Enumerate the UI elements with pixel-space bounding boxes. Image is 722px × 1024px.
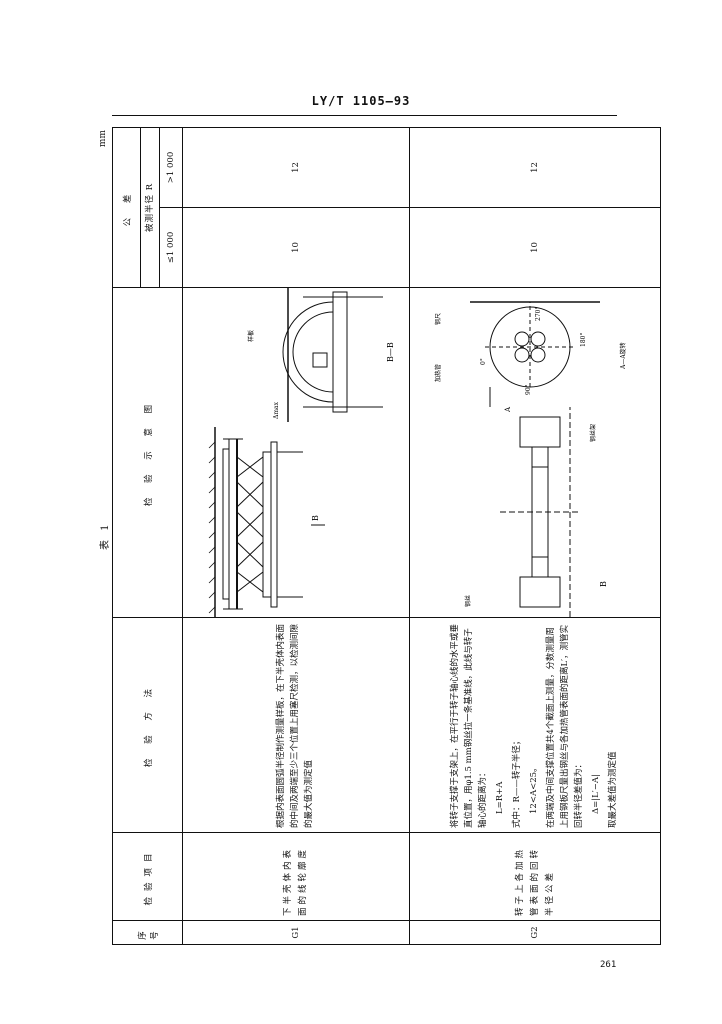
- header-tolerance: 公 差: [112, 127, 141, 288]
- tolerance-gt-1000: 12: [409, 127, 661, 208]
- spec-table: 序号 检验项目 检 验 方 法 检 验 示 意 图 公 差 被测半径 R ≤1 …: [112, 127, 661, 945]
- diagram-cell-g1: B B—B 样板: [182, 287, 410, 618]
- header-item: 检验项目: [112, 832, 183, 921]
- method-line: 式中：R——转子半径；: [511, 736, 522, 828]
- view-label: A—A旋转: [619, 342, 627, 370]
- row-method: 将转子支撑于支架上，在平行于转子轴心线的水平或垂直位置，用φ1.5 mm钢丝拉一…: [409, 617, 661, 833]
- table-row: G1 下半壳体内表面的线轮廓度 根据内表面圆弧半径制作测量样板，在下半壳体内表面…: [182, 127, 410, 945]
- cut-mark-b: B: [311, 515, 320, 521]
- section-view: [282, 287, 383, 422]
- cut-mark-b: B: [599, 581, 608, 587]
- gap-label: Δmax: [273, 401, 280, 419]
- rotor-section-view: [470, 301, 600, 388]
- heat-pipe-label: 加热管: [434, 364, 442, 382]
- method-line: 根据内表面圆弧半径制作测量样板，在下半壳体内表面的中间及两端至少三个位置上用塞尺…: [275, 623, 314, 828]
- wire-label: 钢丝: [464, 595, 472, 607]
- casing-diagram: B B—B 样板: [208, 287, 395, 617]
- angle-0: 0°: [480, 358, 487, 365]
- template-label: 样板: [247, 330, 255, 342]
- row-no: G1: [182, 920, 410, 945]
- method-line: 将转子支撑于支架上，在平行于转子轴心线的水平或垂直位置，用φ1.5 mm钢丝拉一…: [449, 623, 488, 828]
- radius-le-1000: ≤1 000: [160, 206, 182, 287]
- method-formula: L=R+A: [494, 781, 505, 814]
- tolerance-gt-1000: 12: [182, 127, 410, 208]
- method-line: 在两端及中间支撑位置共4个截面上测量，分数测量周上用钢板尺量出钢丝与各加热管表面…: [545, 624, 584, 828]
- measured-radius-label: 被测半径 R: [141, 127, 160, 287]
- header-diagram: 检 验 示 意 图: [112, 287, 183, 618]
- standard-code: LY/T 1105—93: [311, 94, 411, 108]
- tolerance-le-1000: 10: [182, 207, 410, 288]
- header-method: 检 验 方 法: [112, 617, 183, 833]
- rotor-side-view: [489, 387, 580, 617]
- rotor-diagram: B 钢丝 钢丝架 A: [434, 301, 627, 617]
- header-rule: [112, 115, 617, 116]
- row-item: 下半壳体内表面的线轮廓度: [182, 832, 410, 921]
- tolerance-subheader: 被测半径 R ≤1 000 >1 000: [140, 127, 183, 288]
- support-label: 钢丝架: [589, 424, 597, 442]
- header-no: 序号: [112, 920, 183, 945]
- radius-gt-1000: >1 000: [166, 151, 176, 184]
- method-line: 取最大差值为测定值: [607, 751, 618, 828]
- angle-90: 90°: [525, 384, 532, 395]
- row-no: G2: [409, 920, 661, 945]
- angle-270: 270°: [535, 307, 542, 321]
- angle-180: 180°: [580, 333, 587, 347]
- row-method: 根据内表面圆弧半径制作测量样板，在下半壳体内表面的中间及两端至少三个位置上用塞尺…: [182, 617, 410, 833]
- casing-side-view: [222, 438, 303, 610]
- rotated-table: 表 1 mm 序号 检验项目 检 验 方 法 检 验 示 意 图 公 差 被测半…: [98, 127, 661, 945]
- table-title: 表 1: [100, 521, 111, 550]
- base-hatch: [208, 427, 216, 617]
- ruler-label: 钢尺: [434, 313, 442, 325]
- method-formula: Δ=|L′−A|: [590, 774, 601, 814]
- method-line: 12<A<25。: [528, 763, 539, 814]
- tolerance-le-1000: 10: [409, 207, 661, 288]
- arrow-a-label: A: [504, 406, 512, 413]
- row-item: 转子上各加热管表面的回转半径公差: [409, 832, 661, 921]
- rotated-table-frame: 表 1 mm 序号 检验项目 检 验 方 法 检 验 示 意 图 公 差 被测半…: [98, 127, 661, 945]
- section-label: B—B: [386, 342, 395, 362]
- page-number: 261: [600, 960, 617, 970]
- table-row: G2 转子上各加热管表面的回转半径公差 将转子支撑于支架上，在平行于转子轴心线的…: [409, 127, 661, 945]
- unit-label: mm: [98, 130, 108, 148]
- diagram-cell-g2: B 钢丝 钢丝架 A: [409, 287, 661, 618]
